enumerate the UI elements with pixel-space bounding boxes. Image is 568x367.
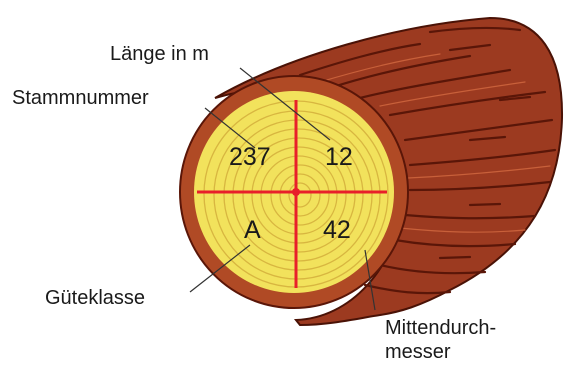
label-mid-diameter-2: messer: [385, 340, 451, 364]
value-quality-class: A: [244, 216, 261, 244]
value-mid-diameter: 42: [323, 216, 351, 244]
value-length: 12: [325, 143, 353, 171]
value-log-number: 237: [229, 143, 271, 171]
cross-center: [292, 188, 300, 196]
label-log-number: Stammnummer: [12, 86, 149, 110]
label-length: Länge in m: [110, 42, 209, 66]
label-mid-diameter-1: Mittendurch-: [385, 316, 496, 340]
label-quality-class: Güteklasse: [45, 286, 145, 310]
